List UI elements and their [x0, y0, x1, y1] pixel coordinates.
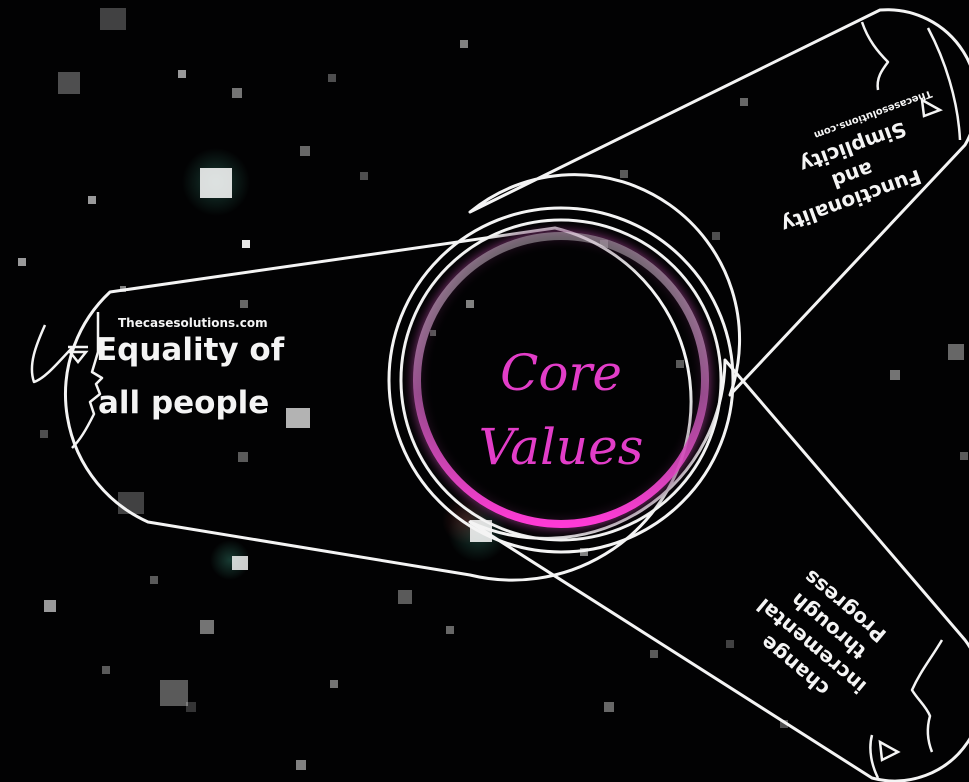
star [726, 640, 734, 648]
star [286, 408, 310, 428]
star [360, 172, 368, 180]
left-watermark: Thecasesolutions.com [118, 316, 268, 330]
star [300, 146, 310, 156]
star [890, 370, 900, 380]
core-values-line2: Values [479, 418, 644, 476]
star [330, 680, 338, 688]
star [948, 344, 964, 360]
star [40, 430, 48, 438]
star [178, 70, 186, 78]
star [200, 620, 214, 634]
star [398, 590, 412, 604]
face-profile-icon [30, 312, 104, 449]
center-core-ring [413, 232, 709, 528]
star [118, 492, 144, 514]
star [18, 258, 26, 266]
star [328, 74, 336, 82]
star [446, 626, 454, 634]
triangle-icon-top-right [920, 97, 943, 118]
star [100, 8, 126, 30]
core-values-line1: Core [500, 344, 622, 402]
eye-triangle-icon [67, 345, 89, 365]
star [740, 98, 748, 106]
center-outer-ring [387, 206, 735, 554]
left-petal-line1: Equality of [96, 332, 285, 368]
star [238, 452, 248, 462]
triangle-icon-bottom-right [878, 739, 901, 762]
star [960, 452, 968, 460]
star [150, 576, 158, 584]
star [160, 680, 188, 706]
star [200, 168, 232, 198]
top-right-petal-outline [468, 8, 969, 397]
star [240, 300, 248, 308]
star [780, 720, 788, 728]
star [650, 650, 658, 658]
face-profile-icon-top-right [860, 21, 962, 141]
star [242, 240, 250, 248]
star [232, 88, 242, 98]
star [58, 72, 80, 94]
center-glow [401, 220, 721, 540]
left-petal-line2: all people [98, 385, 269, 421]
star [232, 556, 248, 570]
star [296, 760, 306, 770]
star [580, 548, 588, 556]
star [186, 702, 196, 712]
star [604, 702, 614, 712]
star [102, 666, 110, 674]
face-profile-icon-bottom-right [869, 639, 944, 779]
star [88, 196, 96, 204]
star [460, 40, 468, 48]
star [44, 600, 56, 612]
star [712, 232, 720, 240]
star [620, 170, 628, 178]
